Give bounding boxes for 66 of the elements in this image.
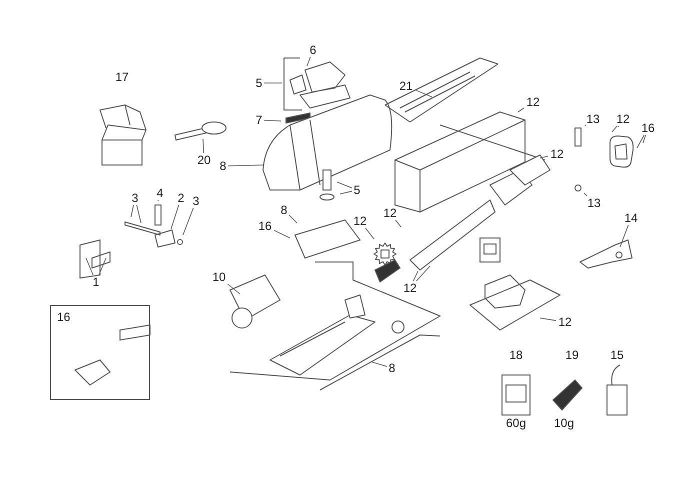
callout-number: 7 [254,113,264,127]
quantity-label: 60g [506,416,526,430]
callout-number: 8 [279,203,289,217]
leader-line [620,224,629,248]
callout-number: 16 [639,121,657,135]
leader-line [642,134,646,144]
callout-number: 13 [584,112,602,126]
callout-number: 12 [548,147,566,161]
leader-line [412,270,418,282]
leader-line [86,258,94,276]
callout-number: 5 [352,183,362,197]
leader-line [612,126,618,132]
leader-line [540,156,548,158]
leader-line [584,192,588,196]
parts-group-frame [50,305,150,400]
callout-number: 19 [565,348,579,362]
quantity-label: 10g [554,416,574,430]
leader-line [584,124,586,126]
callout-number: 13 [585,196,603,210]
callout-number: 3 [191,194,201,208]
leader-line [416,266,430,282]
callout-number: 20 [195,153,213,167]
leader-line [336,182,352,188]
leader-line [182,208,194,236]
callout-number: 12 [524,95,542,109]
leader-line [274,230,290,238]
callout-number: 14 [622,211,640,225]
callout-number: 4 [155,186,165,200]
callout-number: 12 [401,281,419,295]
leader-line [636,134,645,148]
callout-number: 15 [610,348,624,362]
leader-line [227,284,240,294]
leader-line [618,126,620,128]
callout-number: 12 [556,315,574,329]
leader-line [136,204,142,224]
callout-number: 17 [115,70,129,84]
leader-line [288,214,298,224]
callout-number: 5 [254,76,264,90]
leader-line [264,82,282,84]
callout-number: 10 [210,270,228,284]
callout-number: 1 [91,275,101,289]
leader-line [306,56,311,66]
callout-number: 12 [381,206,399,220]
callout-number: 6 [308,43,318,57]
callout-number: 12 [614,112,632,126]
callout-number: 16 [256,219,274,233]
callout-number: 8 [218,159,228,173]
callout-number: 8 [387,361,397,375]
leader-line [202,138,204,154]
callout-number: 18 [509,348,523,362]
leader-line [130,204,134,218]
leader-line [395,220,402,228]
leader-line [414,89,432,98]
leader-line [540,318,556,321]
callout-number: 16 [57,310,70,324]
callout-number: 21 [397,79,415,93]
leader-line [170,204,180,230]
callout-number: 2 [176,191,186,205]
leader-line [264,120,282,122]
leader-line [372,362,388,367]
leader-line [365,228,374,240]
leader-line [340,190,352,194]
leader-line [98,258,106,276]
leader-line [228,164,264,166]
callout-number: 3 [130,191,140,205]
leader-line [518,108,524,112]
